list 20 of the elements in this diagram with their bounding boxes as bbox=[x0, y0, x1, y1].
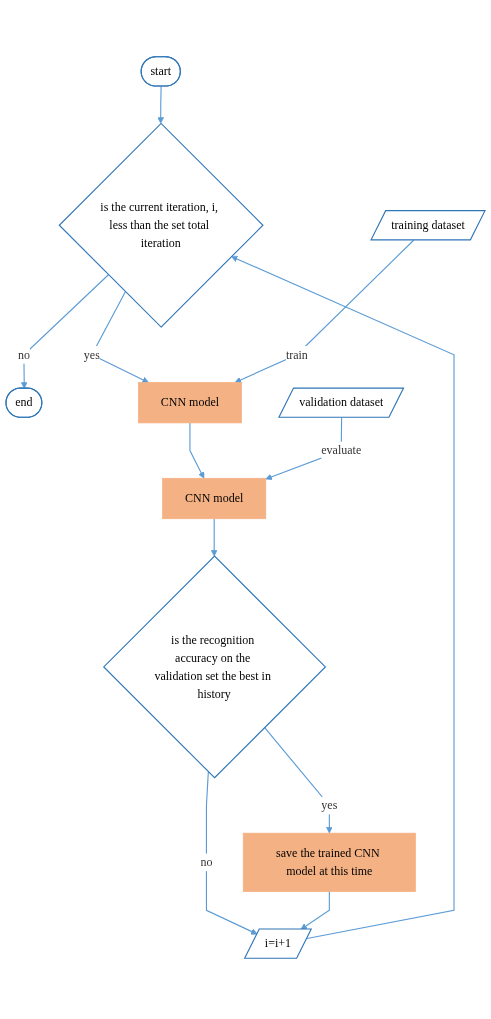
edge-label: no bbox=[200, 855, 213, 869]
edge-label: train bbox=[285, 348, 308, 361]
arrow bbox=[231, 255, 455, 940]
arrow bbox=[210, 518, 218, 557]
arrow bbox=[189, 422, 205, 479]
arrow bbox=[20, 274, 109, 389]
edge-label: yes bbox=[83, 348, 100, 361]
node-diamond: is the current iteration, i, less than the set total iteration bbox=[58, 122, 264, 328]
edge-label: yes bbox=[321, 798, 338, 812]
edge-label: evaluate bbox=[321, 443, 362, 457]
node-box: CNN model bbox=[138, 382, 242, 424]
arrow bbox=[263, 726, 333, 834]
arrow bbox=[205, 771, 258, 935]
arrow bbox=[300, 891, 330, 930]
node-box: save the trained CNN model at this time bbox=[242, 832, 416, 892]
node-box: CNN model bbox=[162, 477, 267, 520]
node-diamond: is the recognition accuracy on the validation set the best in history bbox=[102, 555, 327, 779]
arrow bbox=[234, 239, 415, 384]
edge-label: no bbox=[17, 348, 30, 361]
arrow bbox=[157, 85, 165, 124]
